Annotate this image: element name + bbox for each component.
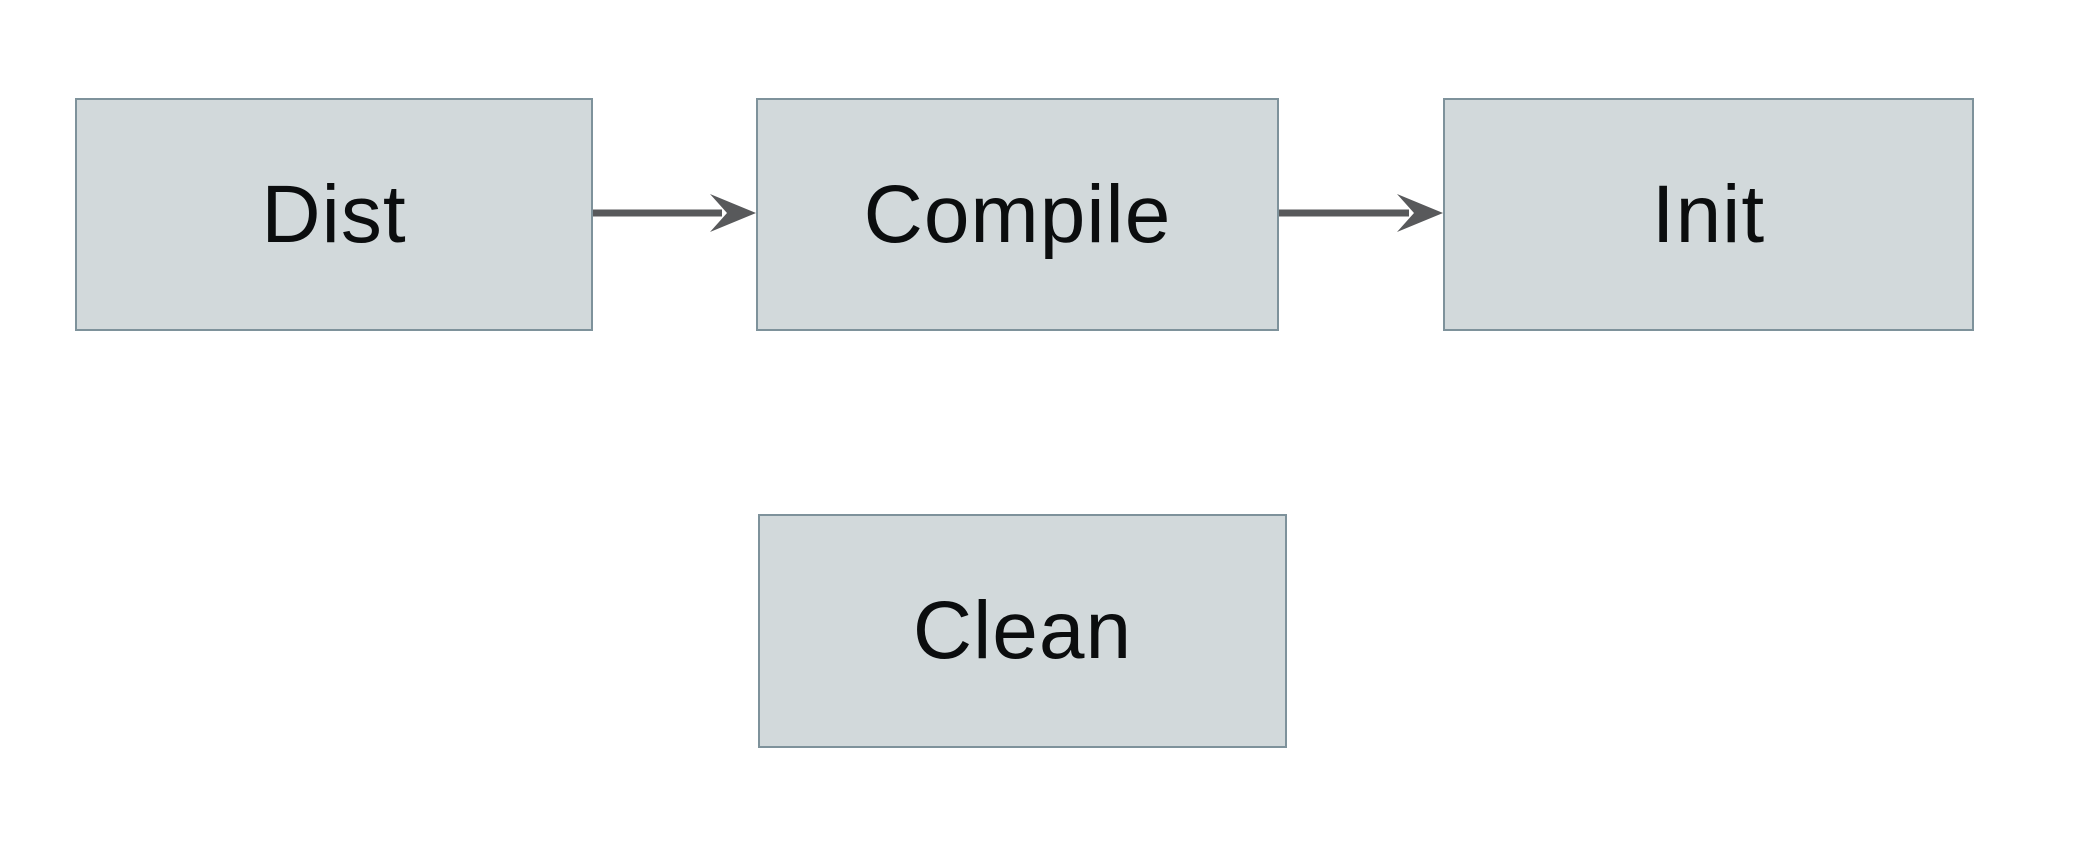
- arrow-head-icon: [710, 194, 756, 232]
- node-init-label: Init: [1651, 168, 1766, 260]
- node-init: Init: [1443, 98, 1974, 331]
- node-dist: Dist: [75, 98, 593, 331]
- node-clean: Clean: [758, 514, 1287, 748]
- arrow-dist-to-compile: [593, 194, 756, 232]
- node-compile: Compile: [756, 98, 1279, 331]
- arrow-compile-to-init: [1279, 194, 1443, 232]
- node-compile-label: Compile: [863, 168, 1172, 260]
- node-dist-label: Dist: [261, 168, 407, 260]
- node-clean-label: Clean: [912, 585, 1133, 676]
- arrow-head-icon: [1397, 194, 1443, 232]
